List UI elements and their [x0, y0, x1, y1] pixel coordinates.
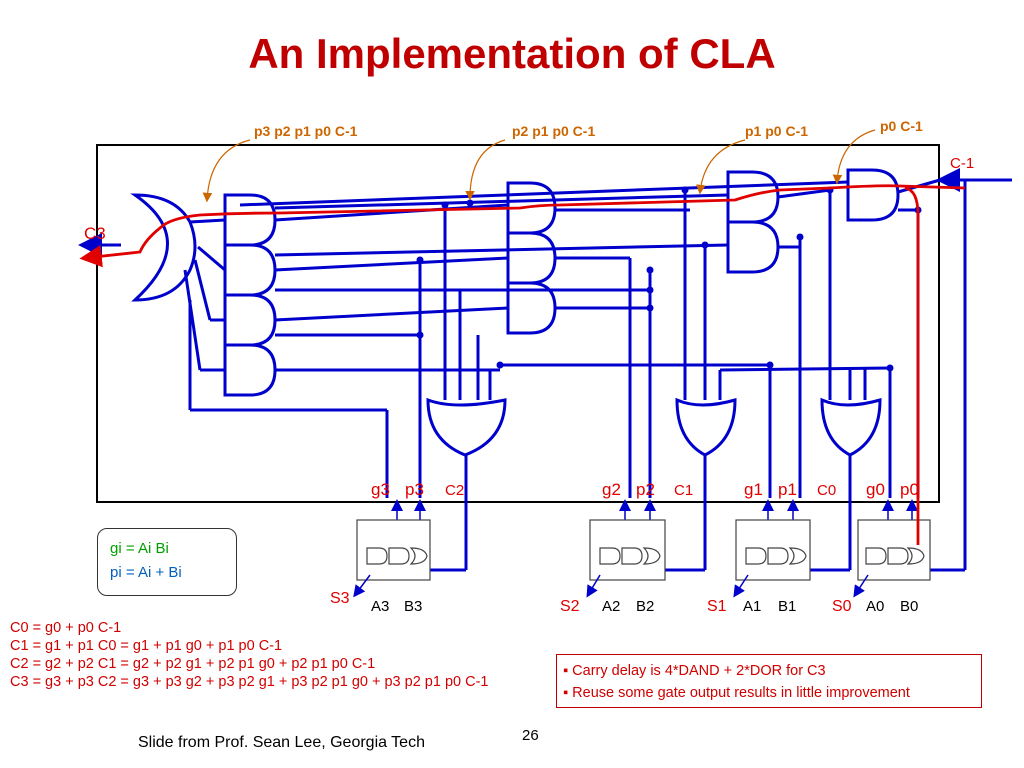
- and-gate-1b: [223, 243, 277, 297]
- critical-path: [79, 184, 966, 268]
- label-b1: B1: [778, 598, 797, 615]
- slide-credit: Slide from Prof. Sean Lee, Georgia Tech: [138, 734, 425, 751]
- label-g2: g2: [602, 480, 621, 499]
- label-p1: p1: [778, 480, 797, 499]
- label-p2: p2: [636, 480, 655, 499]
- definition-gi: gi = Ai Bi: [110, 540, 169, 557]
- label-b2: B2: [636, 598, 655, 615]
- label-c2: C2: [445, 482, 465, 499]
- label-c3: C3: [84, 224, 106, 243]
- wires: [78, 168, 1012, 572]
- annotation-p2p1p0c: p2 p1 p0 C-1: [512, 123, 596, 139]
- adder-cell-0: [857, 519, 931, 581]
- and-gate-3a: [726, 170, 780, 224]
- and-gate-2b: [506, 231, 557, 285]
- or-gate-c1: [675, 397, 737, 457]
- label-c1: C1: [674, 482, 694, 499]
- label-c0: C0: [817, 482, 837, 499]
- label-b3: B3: [404, 598, 423, 615]
- definitions-box: gi = Ai Bi pi = Ai + Bi: [97, 528, 237, 596]
- equation-c2: C2 = g2 + p2 C1 = g2 + p2 g1 + p2 p1 g0 …: [10, 656, 376, 672]
- and-gate-1c: [223, 293, 277, 347]
- note-item: ▪ Reuse some gate output results in litt…: [563, 685, 910, 701]
- page-number: 26: [522, 727, 539, 744]
- equation-c1: C1 = g1 + p1 C0 = g1 + p1 g0 + p1 p0 C-1: [10, 638, 283, 654]
- and-gate-3b: [726, 220, 780, 274]
- equation-c3: C3 = g3 + p3 C2 = g3 + p3 g2 + p3 p2 g1 …: [10, 674, 489, 690]
- or-gate-c3: [130, 193, 197, 302]
- label-p0: p0: [900, 480, 919, 499]
- definition-pi: pi = Ai + Bi: [110, 564, 182, 581]
- equation-c0: C0 = g0 + p0 C-1: [10, 620, 122, 636]
- label-s3: S3: [330, 590, 350, 607]
- and-gate-4a: [846, 168, 900, 222]
- adder-cell-3: [356, 519, 431, 581]
- cla-block: [96, 144, 940, 503]
- annotation-p1p0c: p1 p0 C-1: [745, 123, 809, 139]
- notes-box: ▪ Carry delay is 4*DAND + 2*DOR for C3 ▪…: [556, 654, 982, 708]
- adder-cells: [356, 519, 931, 581]
- label-a1: A1: [743, 598, 762, 615]
- label-g3: g3: [371, 480, 390, 499]
- label-c-in: C-1: [950, 155, 975, 172]
- label-g1: g1: [744, 480, 763, 499]
- or-gate-c0: [820, 397, 882, 457]
- note-text: Reuse some gate output results in little…: [572, 685, 910, 701]
- and-gate-1d: [223, 343, 277, 397]
- slide-title: An Implementation of CLA: [248, 30, 776, 77]
- junction-dots: [416, 186, 922, 372]
- label-b0: B0: [900, 598, 919, 615]
- annotation-p3p2p1p0c: p3 p2 p1 p0 C-1: [254, 123, 358, 139]
- adder-cell-1: [735, 519, 811, 581]
- note-item: ▪ Carry delay is 4*DAND + 2*DOR for C3: [563, 663, 826, 679]
- label-a2: A2: [602, 598, 621, 615]
- label-a3: A3: [371, 598, 390, 615]
- annotation-p0c: p0 C-1: [880, 118, 923, 134]
- or-gate-c2: [426, 397, 507, 457]
- adder-cell-2: [589, 519, 666, 581]
- label-g0: g0: [866, 480, 885, 499]
- label-a0: A0: [866, 598, 885, 615]
- label-s1: S1: [707, 598, 727, 615]
- note-text: Carry delay is 4*DAND + 2*DOR for C3: [572, 663, 826, 679]
- label-s2: S2: [560, 598, 580, 615]
- label-s0: S0: [832, 598, 852, 615]
- label-p3: p3: [405, 480, 424, 499]
